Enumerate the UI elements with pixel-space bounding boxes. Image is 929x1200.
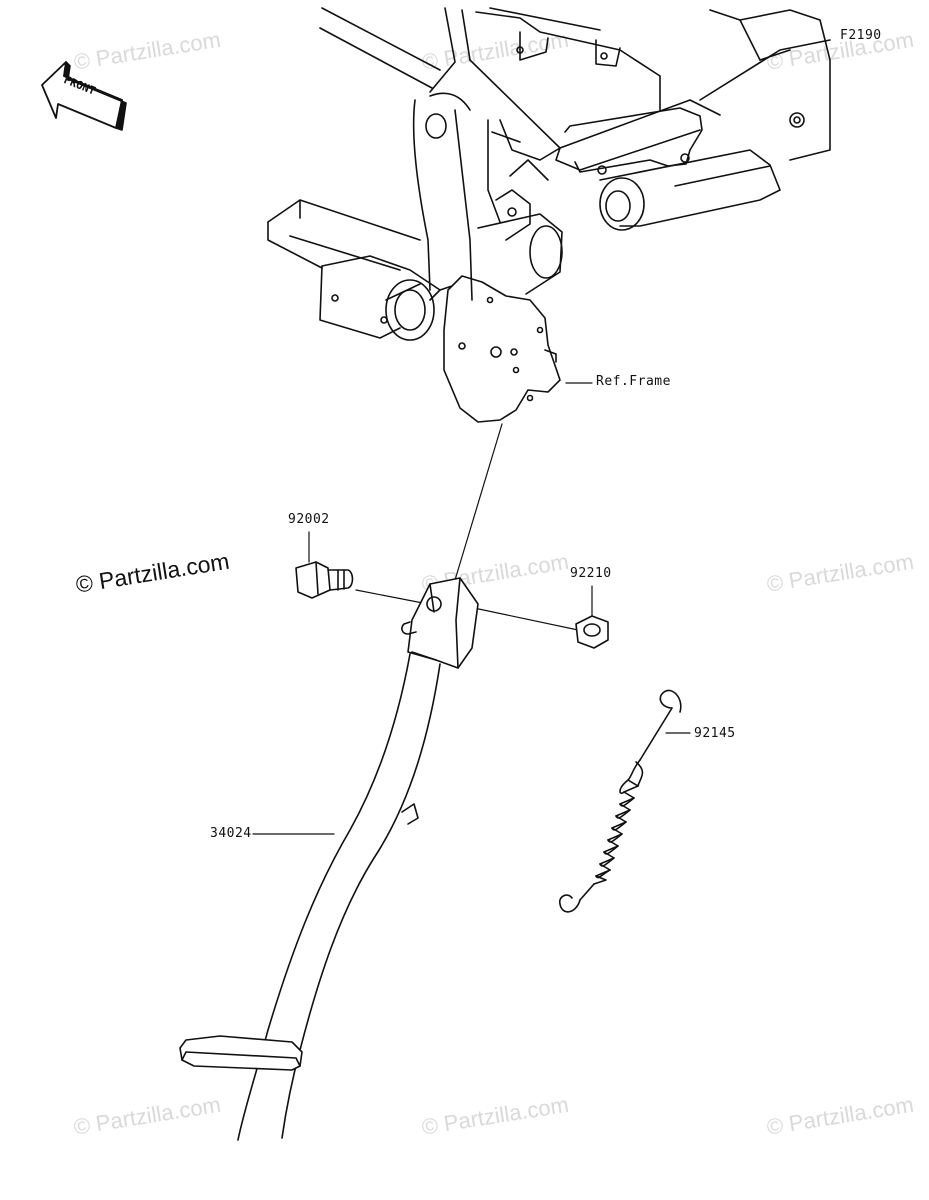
assembly-line xyxy=(451,423,503,591)
part-label-92145[interactable]: 92145 xyxy=(694,726,736,741)
part-label-34024[interactable]: 34024 xyxy=(210,826,252,841)
frame-illustration xyxy=(267,7,831,423)
assembly-line xyxy=(355,589,429,605)
diagram-code: F2190 xyxy=(840,28,882,43)
assembly-line xyxy=(473,607,579,631)
part-label-92210[interactable]: 92210 xyxy=(570,566,612,581)
front-arrow-icon: FRONT xyxy=(41,61,127,131)
ref-frame-label: Ref.Frame xyxy=(596,374,671,389)
spring-92145 xyxy=(558,689,691,913)
part-label-92002[interactable]: 92002 xyxy=(288,512,330,527)
bolt-92002 xyxy=(295,531,354,599)
nut-92210 xyxy=(575,585,609,649)
side-stand-34024 xyxy=(179,577,479,1141)
